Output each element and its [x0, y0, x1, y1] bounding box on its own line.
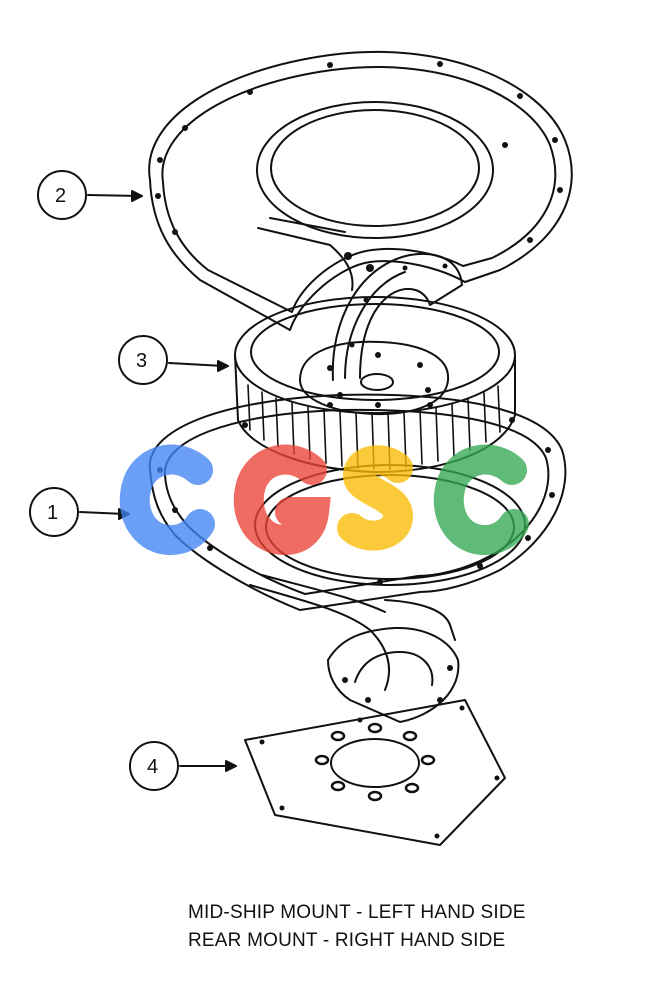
- mounting-plate-part-4: [244, 699, 506, 846]
- watermark-c-green: [433, 444, 529, 556]
- callout-3: [118, 335, 229, 385]
- caption-rear-mount: REAR MOUNT - RIGHT HAND SIDE: [188, 930, 506, 951]
- callout-1: [29, 487, 130, 537]
- watermark-g-red: [233, 444, 331, 555]
- callout-3-number: 3: [136, 350, 147, 372]
- caption-mid-ship-mount: MID-SHIP MOUNT - LEFT HAND SIDE: [188, 902, 526, 923]
- callout-4-number: 4: [147, 756, 158, 778]
- blower-wheel-part-3: [234, 252, 516, 473]
- watermark-s-yellow: [337, 445, 414, 551]
- lower-housing-part-1: [148, 393, 567, 723]
- callout-4: [129, 741, 237, 791]
- upper-housing-part-2: [148, 50, 573, 331]
- callout-2: [37, 170, 143, 220]
- callout-1-number: 1: [47, 502, 58, 524]
- callout-2-number: 2: [55, 185, 66, 207]
- watermark-c-blue: [119, 444, 215, 556]
- cgsc-watermark-logo: [119, 444, 529, 556]
